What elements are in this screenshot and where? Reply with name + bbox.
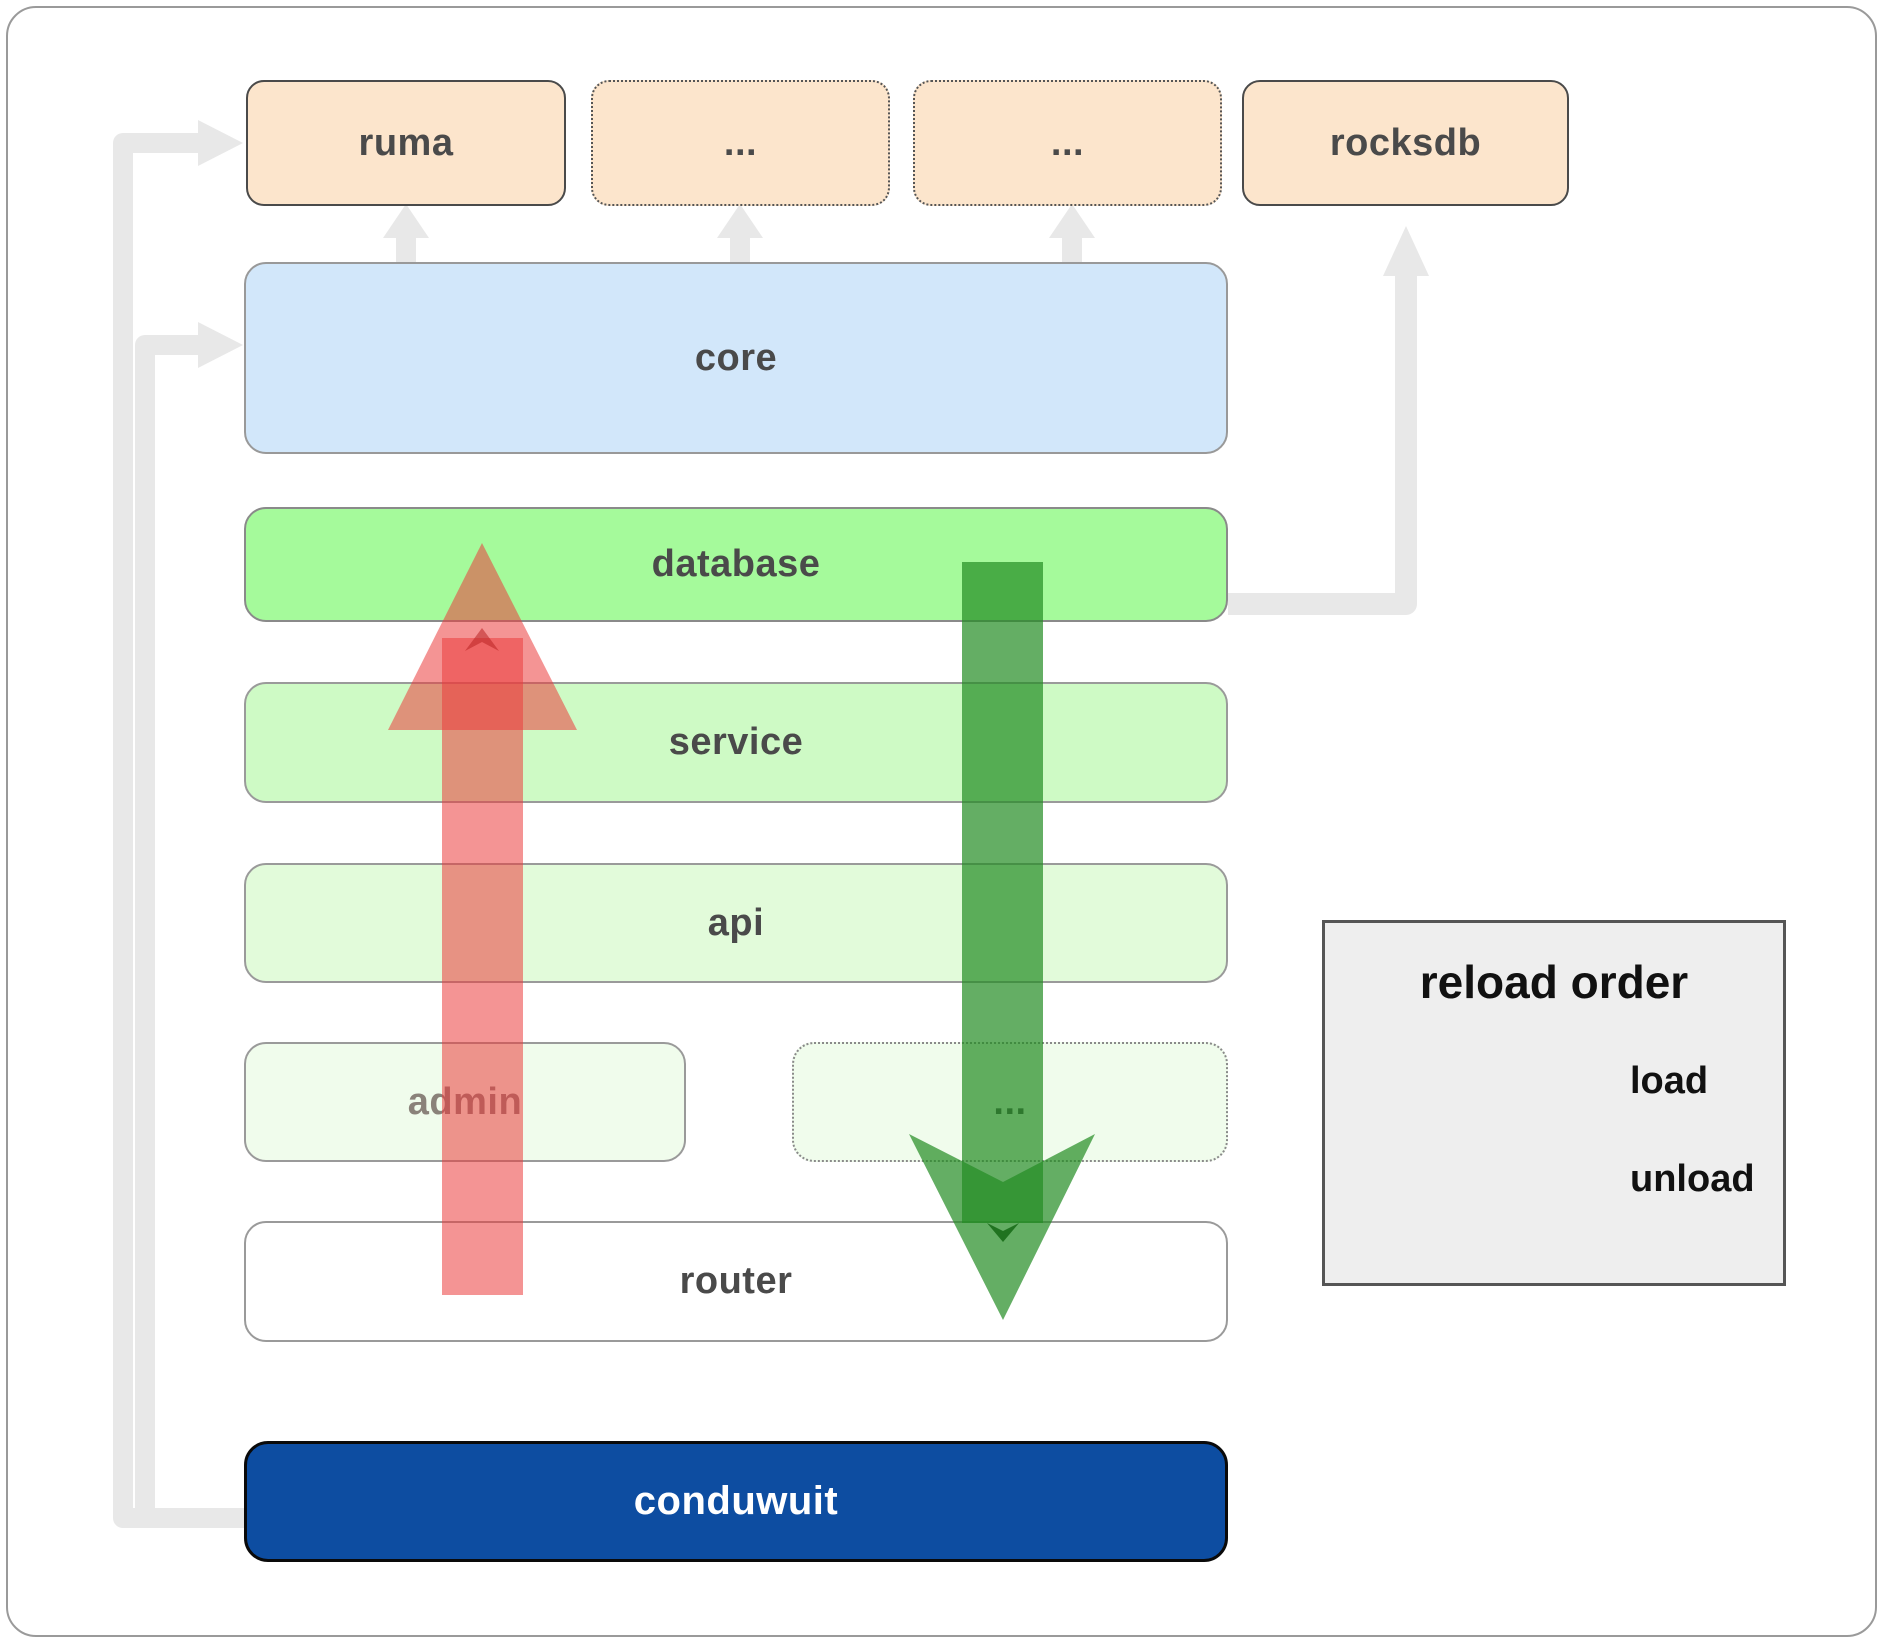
arrowhead-core-to-ellipsis-2-icon	[1049, 204, 1095, 238]
box-conduwuit: conduwuit	[244, 1441, 1228, 1562]
box-ellipsis-top-1-label: ...	[723, 121, 758, 164]
box-core: core	[244, 262, 1228, 454]
box-rocksdb-label: rocksdb	[1329, 121, 1482, 164]
connector-core-to-ellipsis-2	[1062, 233, 1082, 269]
load-arrow-marker-icon	[987, 1223, 1019, 1242]
arrowhead-database-to-rocksdb-icon	[1383, 226, 1429, 276]
connector-core-to-ruma	[396, 233, 416, 269]
legend-unload-label: unload	[1630, 1158, 1755, 1200]
connector-conduwuit-to-core	[135, 335, 198, 1518]
box-api-label: api	[707, 901, 765, 944]
unload-arrow-marker-icon	[465, 628, 499, 651]
box-database: database	[244, 507, 1228, 622]
arrowhead-into-core-icon	[198, 322, 243, 368]
legend-box: reload order	[1322, 920, 1786, 1286]
unload-arrow-icon	[388, 543, 577, 1295]
arrowhead-into-ruma-icon	[198, 120, 243, 166]
box-core-label: core	[694, 336, 778, 379]
box-ellipsis-top-2: ...	[913, 80, 1222, 206]
box-database-label: database	[651, 543, 821, 585]
box-ellipsis-top-1: ...	[591, 80, 890, 206]
box-ruma: ruma	[246, 80, 566, 206]
box-conduwuit-label: conduwuit	[633, 1479, 839, 1523]
legend-load-label: load	[1630, 1060, 1709, 1102]
box-router: router	[244, 1221, 1228, 1342]
arrowhead-core-to-ellipsis-1-icon	[717, 204, 763, 238]
box-router-label: router	[679, 1260, 793, 1302]
connector-conduwuit-to-ruma	[113, 133, 244, 1528]
box-api: api	[244, 863, 1228, 983]
arrowhead-core-to-ruma-icon	[383, 204, 429, 238]
box-service: service	[244, 682, 1228, 803]
box-ellipsis-top-2-label: ...	[1050, 121, 1085, 164]
connector-core-to-ellipsis-1	[730, 233, 750, 269]
box-ruma-label: ruma	[358, 121, 454, 164]
box-rocksdb: rocksdb	[1242, 80, 1569, 206]
legend-title: reload order	[1419, 956, 1689, 1008]
load-arrow-icon	[909, 562, 1095, 1320]
box-service-label: service	[668, 721, 804, 763]
connector-database-to-rocksdb	[1228, 272, 1417, 615]
